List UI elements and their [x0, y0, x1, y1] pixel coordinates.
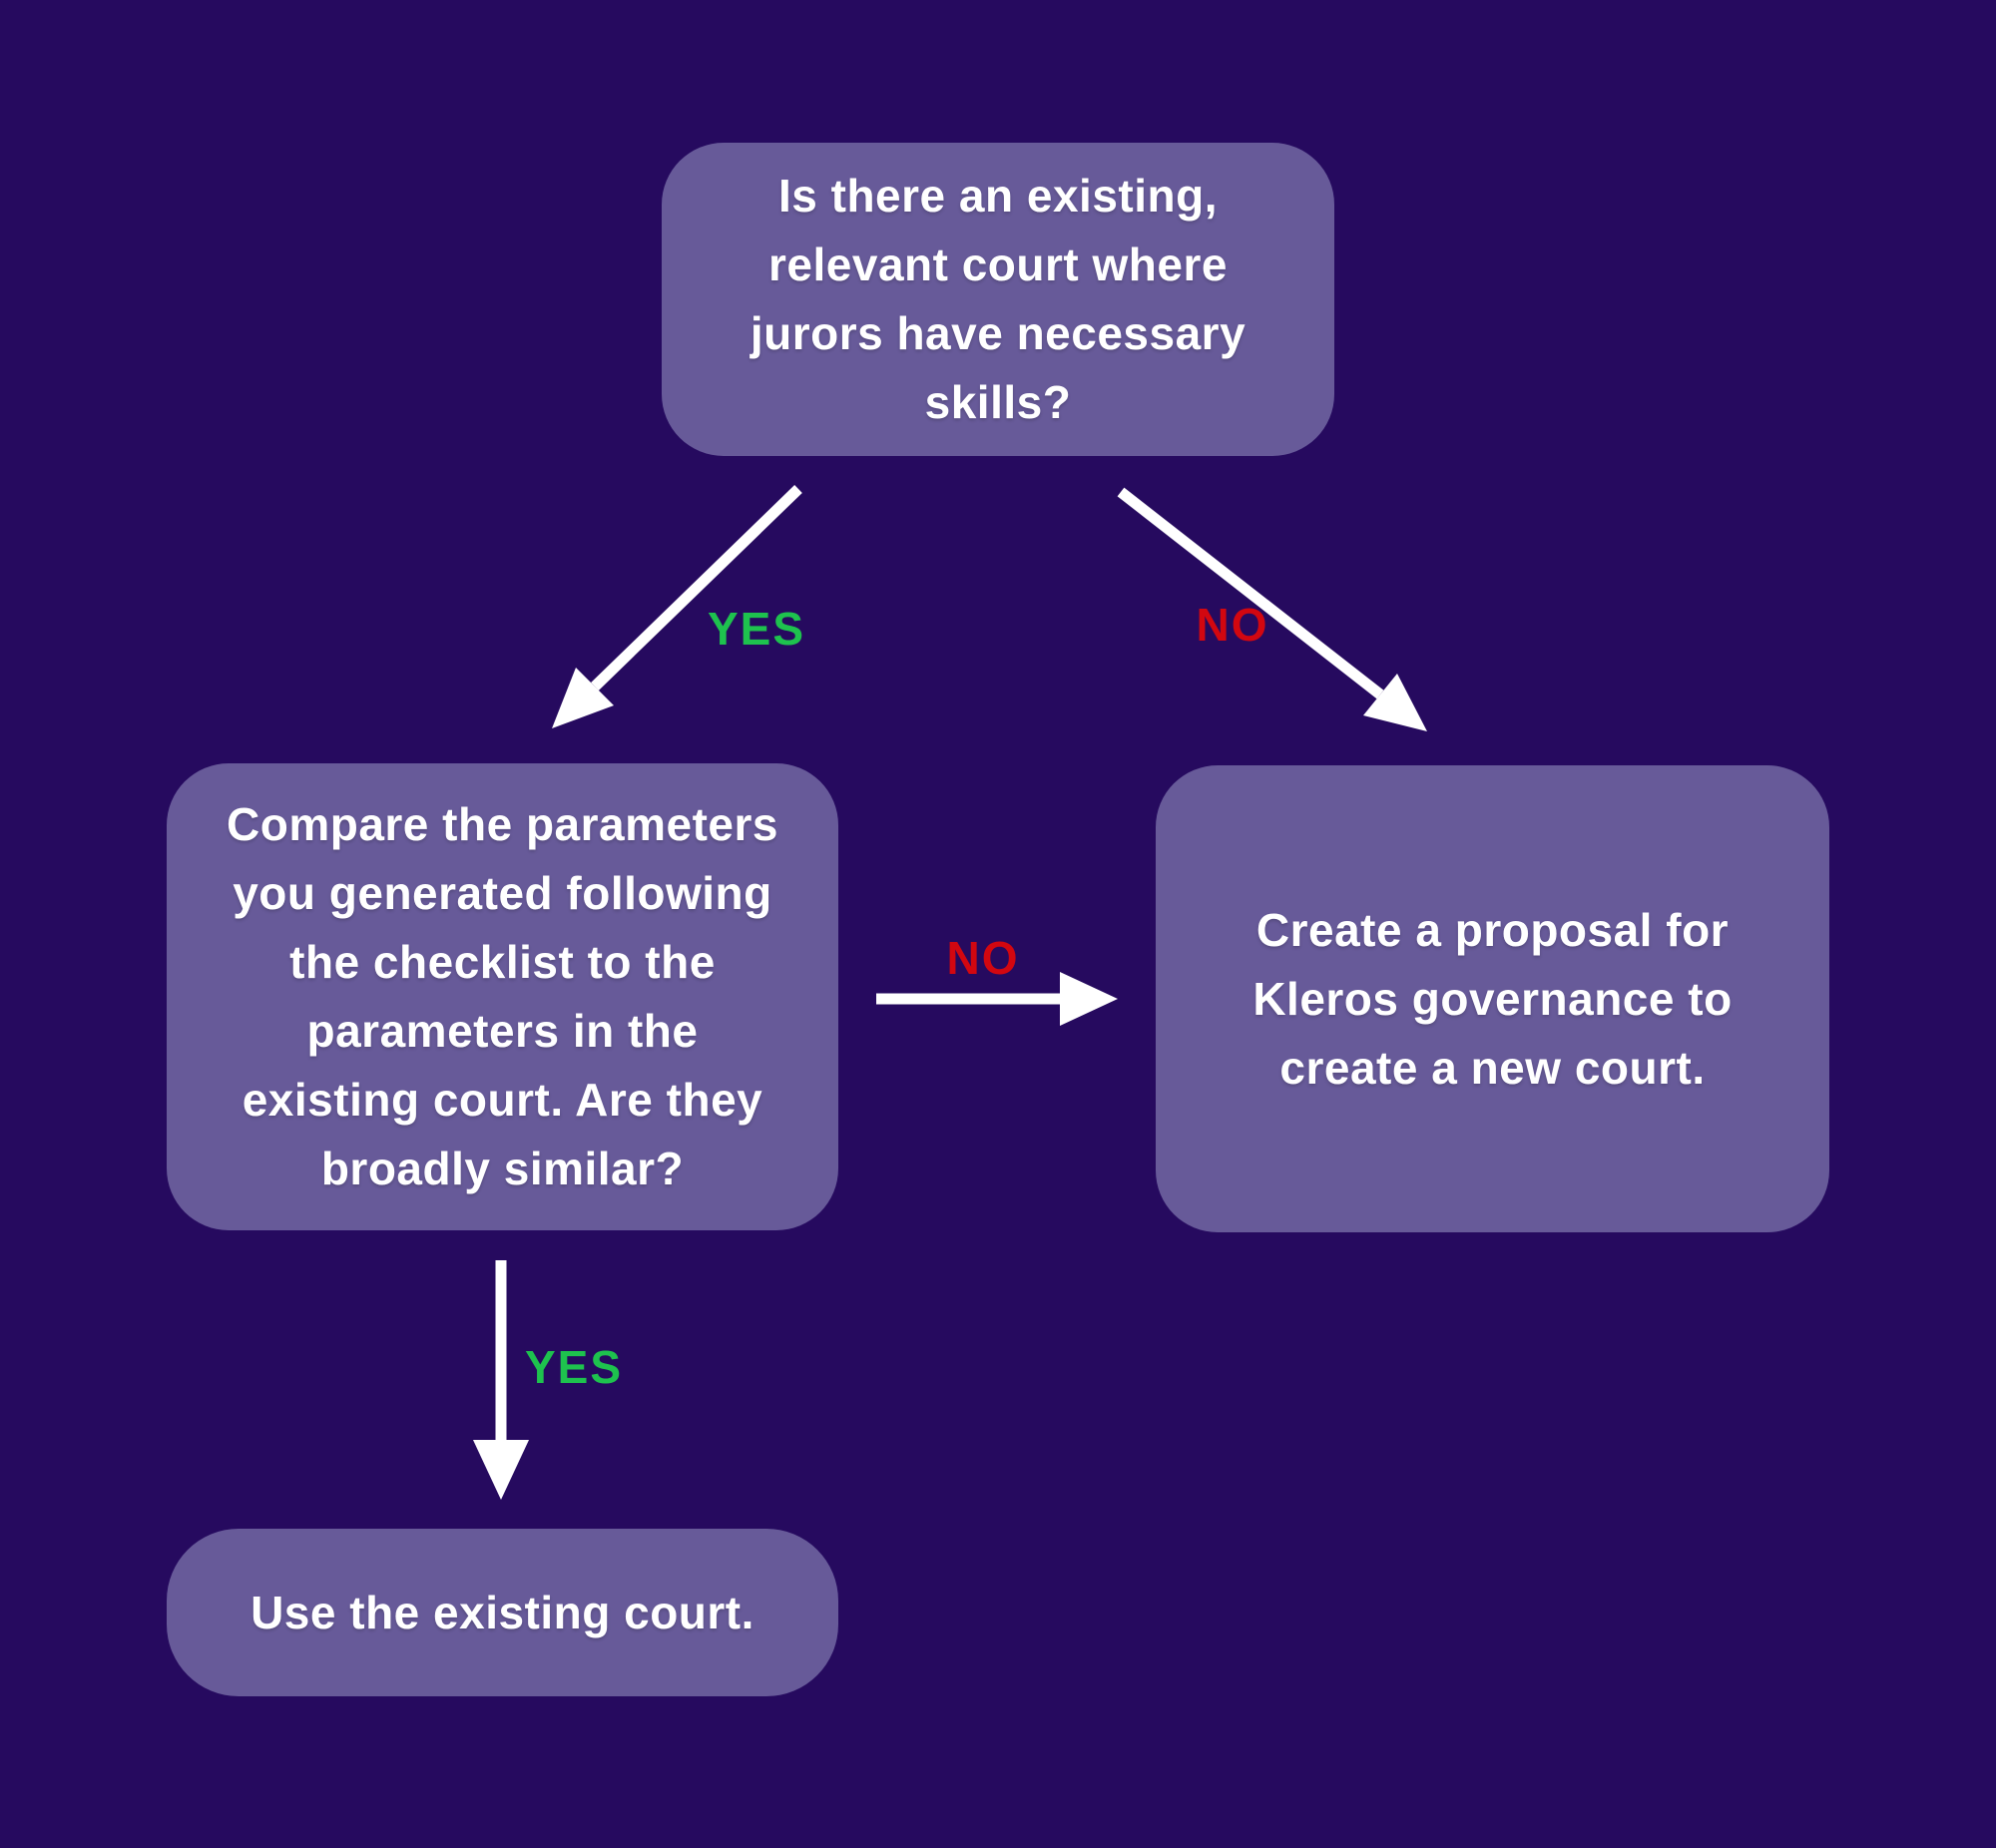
edge-label-no-top: NO [1196, 599, 1269, 651]
arrow-no-down-right-icon [1117, 487, 1427, 731]
node-question-court-text: Is there an existing, relevant court whe… [749, 170, 1247, 428]
node-create-proposal: Create a proposal for Kleros governance … [1156, 765, 1829, 1232]
node-create-proposal-text: Create a proposal for Kleros governance … [1252, 903, 1733, 1094]
node-question-court: Is there an existing, relevant court whe… [662, 143, 1334, 456]
edge-label-yes-middle: YES [524, 1341, 624, 1393]
node-use-existing-court-text: Use the existing court. [250, 1586, 754, 1638]
node-compare-parameters: Compare the parameters you generated fol… [167, 763, 838, 1230]
edge-label-no-middle: NO [946, 932, 1020, 984]
arrow-yes-down-icon [473, 1260, 529, 1500]
arrow-yes-down-left-icon [552, 485, 802, 728]
edge-label-yes-top: YES [707, 603, 806, 655]
node-use-existing-court: Use the existing court. [167, 1529, 838, 1696]
arrow-no-right-icon [876, 972, 1118, 1026]
node-compare-parameters-text: Compare the parameters you generated fol… [227, 798, 778, 1194]
